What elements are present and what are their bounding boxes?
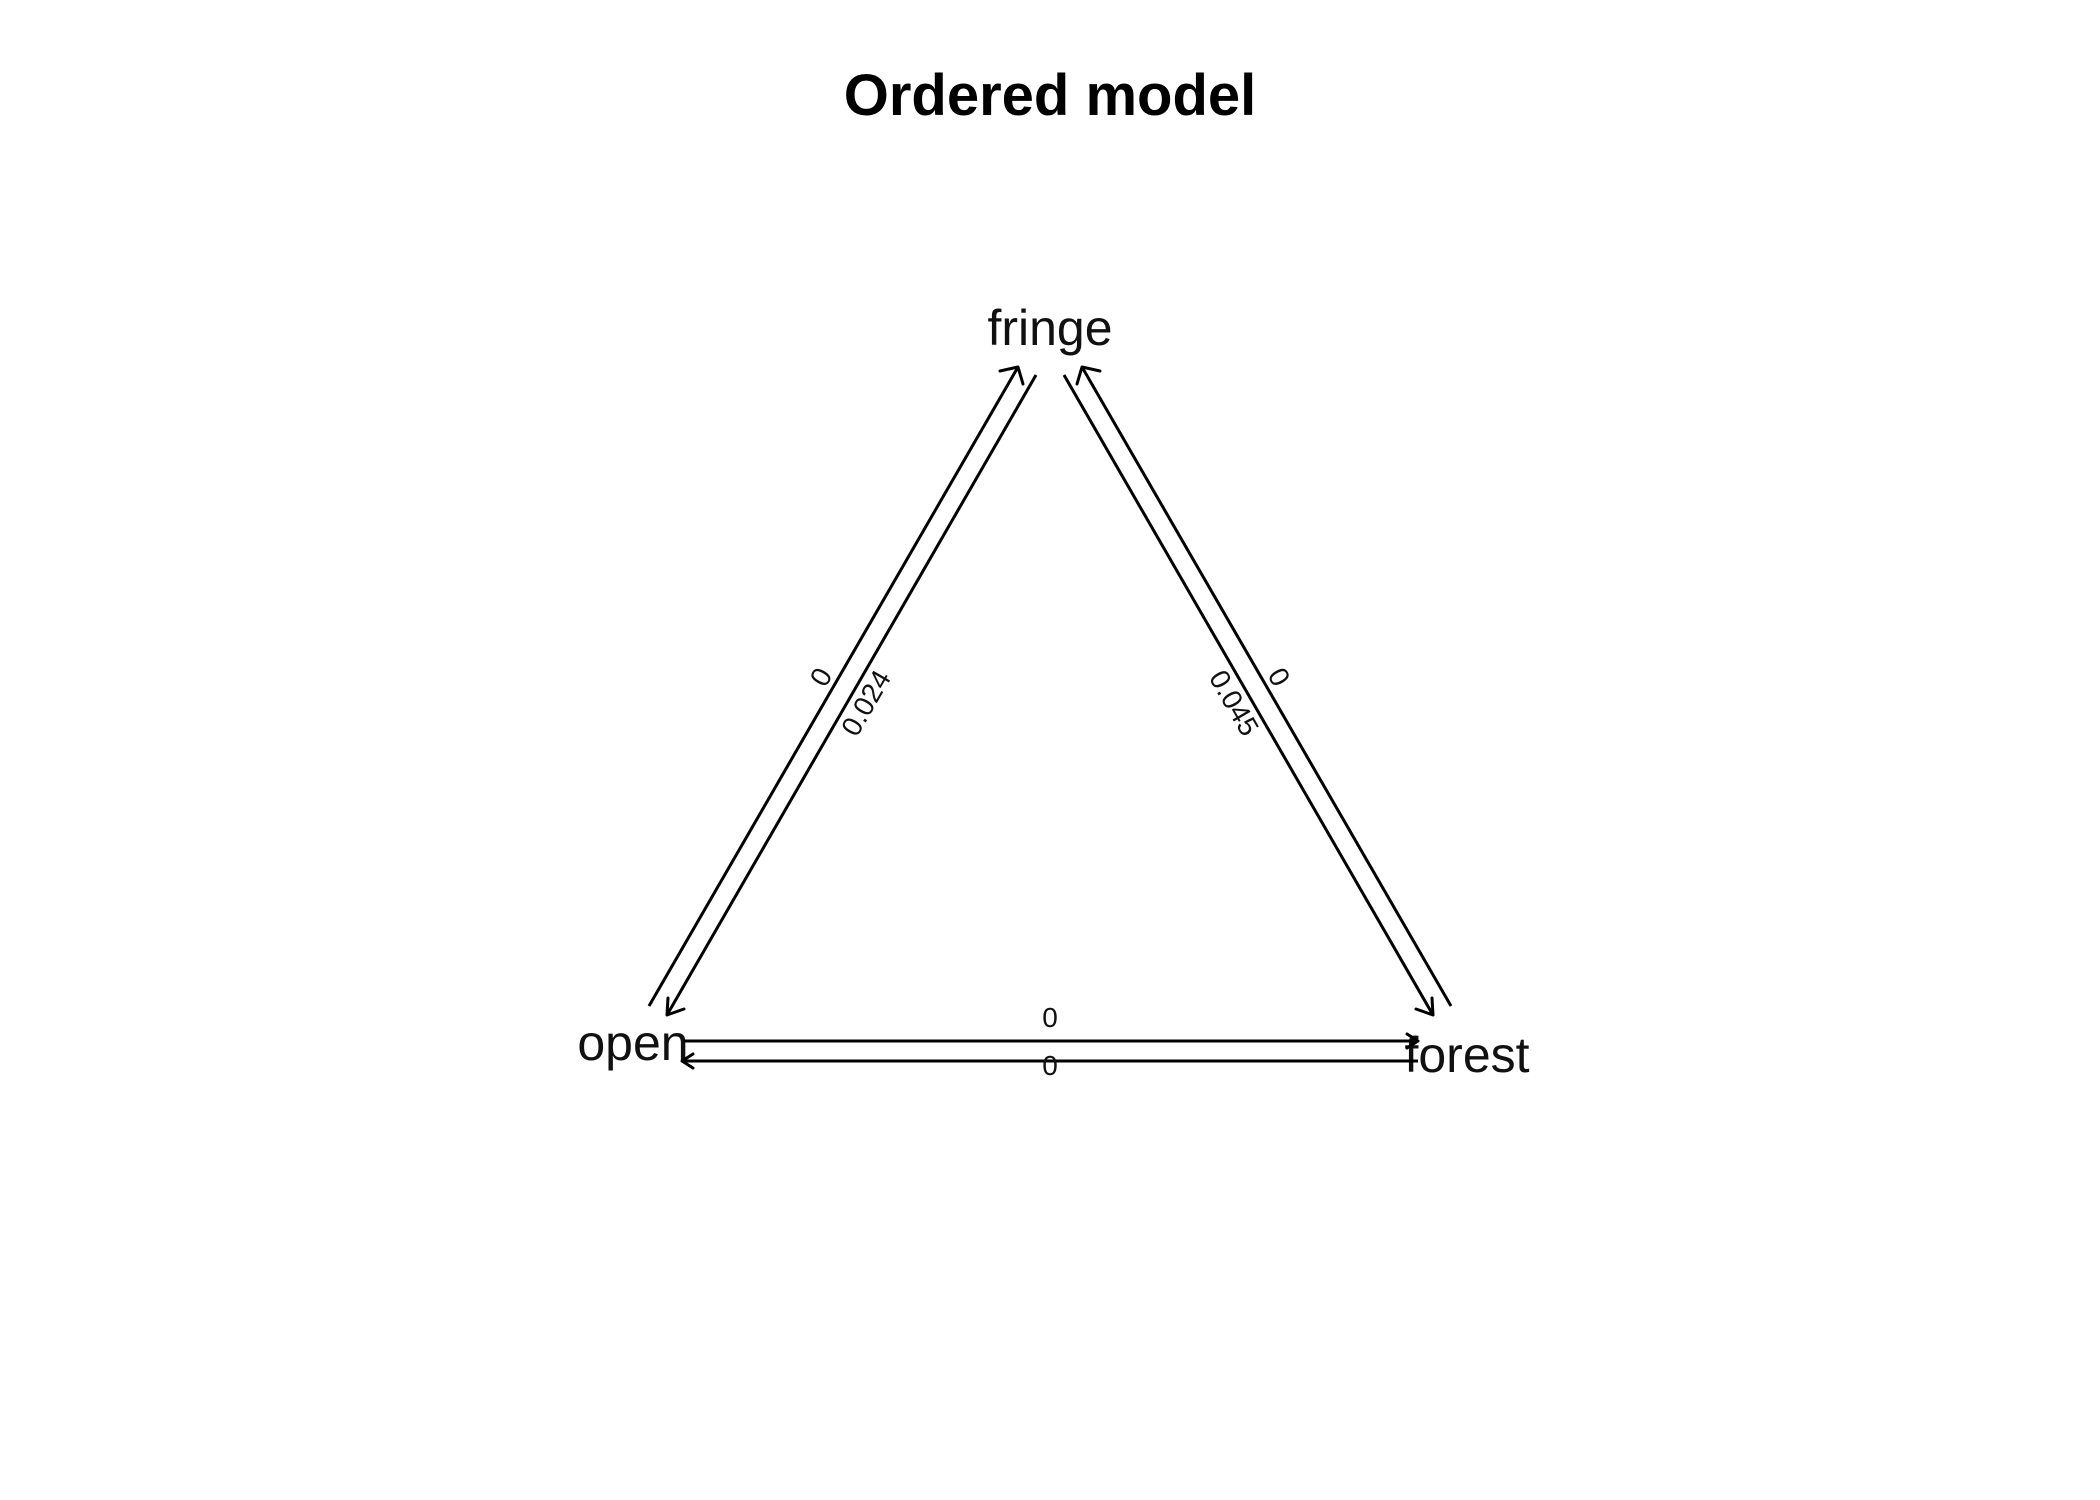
edge-fringe-to-open — [665, 374, 1038, 1017]
node-fringe: fringe — [987, 300, 1112, 356]
edge-forest-to-fringe — [1075, 365, 1453, 1007]
edge-label-open-to-forest: 0 — [1042, 1002, 1058, 1033]
edge-label-fringe-to-open: 0.024 — [835, 665, 897, 741]
node-forest: forest — [1404, 1027, 1529, 1083]
diagram-title: Ordered model — [844, 63, 1257, 128]
edge-label-forest-to-open: 0 — [1042, 1050, 1058, 1081]
edge-fringe-to-forest — [1062, 374, 1435, 1017]
edge-open-to-fringe — [647, 365, 1025, 1007]
edge-label-fringe-to-forest: 0.045 — [1203, 665, 1265, 741]
node-open: open — [577, 1015, 688, 1071]
edge-forest-to-open — [680, 1052, 1418, 1070]
edge-open-to-forest — [684, 1032, 1420, 1050]
